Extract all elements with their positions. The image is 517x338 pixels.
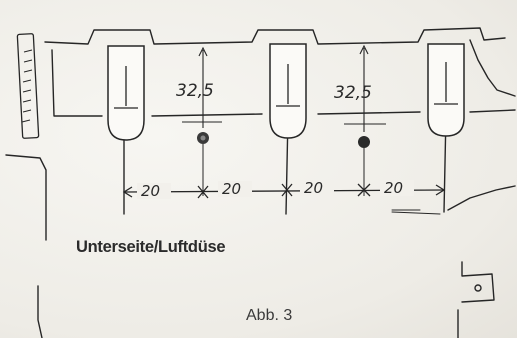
figure-label: Abb. 3 — [246, 307, 293, 324]
diagram-subtitle: Unterseite/Luftdüse — [76, 238, 226, 256]
height-label: 32,5 — [334, 83, 372, 103]
reference-dots — [197, 132, 370, 148]
height-dimensions — [182, 44, 386, 132]
spacing-label: 20 — [222, 180, 241, 198]
spacing-label: 20 — [141, 182, 160, 200]
spacing-label: 20 — [384, 179, 403, 197]
plate-right-edge — [469, 39, 516, 97]
plate-lower-edge — [51, 49, 516, 117]
plate-outline — [44, 27, 506, 45]
spacing-label: 20 — [304, 179, 323, 197]
height-label: 32,5 — [176, 81, 214, 101]
bracket-hole — [474, 284, 482, 292]
right-bracket — [447, 185, 516, 338]
left-block-outline — [5, 154, 47, 338]
nozzle-group — [107, 43, 465, 141]
scale-ruler — [16, 33, 40, 139]
